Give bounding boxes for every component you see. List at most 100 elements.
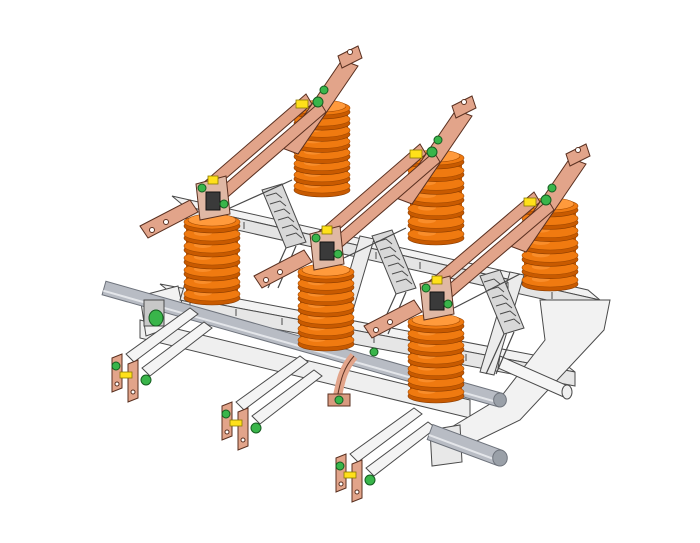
insulator xyxy=(183,213,241,306)
blade-plate xyxy=(261,183,307,249)
phase-2 xyxy=(253,95,477,352)
linkage-rod xyxy=(229,179,293,209)
bolt-head xyxy=(369,347,379,357)
pivot-block xyxy=(319,241,335,261)
terminal-hole xyxy=(387,319,393,325)
phase-1 xyxy=(139,45,363,306)
blade-tooth xyxy=(395,278,413,285)
bolt-head xyxy=(364,474,376,486)
blade-tooth xyxy=(277,216,295,223)
blade-tooth xyxy=(387,262,405,269)
terminal-support xyxy=(251,369,323,425)
blade-tooth xyxy=(265,192,283,199)
copper-tab xyxy=(237,407,249,451)
blade-tooth xyxy=(281,224,299,231)
blade-tooth xyxy=(269,200,287,207)
bolt-head xyxy=(197,183,207,193)
insulator xyxy=(407,313,465,404)
blade-arm xyxy=(485,333,505,375)
bolt-head xyxy=(335,461,345,471)
blade-tooth xyxy=(503,318,521,325)
terminal-hole xyxy=(163,219,169,225)
flexible-link xyxy=(327,347,379,407)
bolt-head xyxy=(312,96,324,108)
blade-tooth xyxy=(391,270,409,277)
bolt-head xyxy=(426,146,438,158)
terminal-support xyxy=(141,321,213,377)
tab-hole xyxy=(114,381,120,387)
terminal-support xyxy=(235,355,309,411)
bolt-head xyxy=(334,395,344,405)
tab-hole xyxy=(224,429,230,435)
terminal-hole xyxy=(149,227,155,233)
bolt-head xyxy=(443,299,453,309)
bolt-head xyxy=(221,409,231,419)
blade-tooth xyxy=(499,310,517,317)
bearing-bolt xyxy=(148,309,164,327)
bolt-head xyxy=(433,135,443,145)
yellow-washer xyxy=(119,371,133,379)
blade-tooth xyxy=(379,246,397,253)
terminal-hole xyxy=(373,327,379,333)
bolt-head xyxy=(319,85,329,95)
terminal-hole xyxy=(461,99,467,105)
pivot-block xyxy=(205,191,221,211)
bolt-head xyxy=(333,249,343,259)
linkage-rod xyxy=(453,273,521,309)
bolt-head xyxy=(250,422,262,434)
copper-tab xyxy=(127,359,139,403)
yellow-washer xyxy=(207,175,219,185)
tab-hole xyxy=(240,437,246,443)
blade-arm xyxy=(495,331,515,375)
bolt-head xyxy=(547,183,557,193)
terminal-support xyxy=(125,307,199,363)
bolt-head xyxy=(111,361,121,371)
terminal-hole xyxy=(263,277,269,283)
terminal-hole xyxy=(277,269,283,275)
yellow-washer xyxy=(409,149,423,159)
bottom-terminals xyxy=(111,299,437,503)
shaft-bearing xyxy=(143,299,165,327)
blade-tooth xyxy=(483,278,501,285)
terminal-hole xyxy=(575,147,581,153)
blade-plate xyxy=(371,229,417,295)
front-shaft-segment-highlight xyxy=(428,434,500,462)
phase-3 xyxy=(363,143,591,404)
insulator xyxy=(297,263,355,352)
terminal-hole xyxy=(347,49,353,55)
blade-plate xyxy=(479,269,525,335)
bolt-head xyxy=(540,194,552,206)
operating-shaft-end xyxy=(493,392,507,408)
phase-assemblies xyxy=(139,45,591,404)
tab-hole xyxy=(338,481,344,487)
blade-tooth xyxy=(285,232,303,239)
terminal-support xyxy=(349,407,423,463)
yellow-washer xyxy=(295,99,309,109)
blade-tooth xyxy=(273,208,291,215)
copper-tab xyxy=(351,459,363,503)
bolt-head xyxy=(421,283,431,293)
yellow-washer xyxy=(431,275,443,285)
yellow-washer xyxy=(343,471,357,479)
bolt-head xyxy=(311,233,321,243)
yellow-washer xyxy=(523,197,537,207)
linkage-rod xyxy=(343,227,407,259)
blade-tooth xyxy=(495,302,513,309)
right-shaft-end xyxy=(561,384,573,400)
bottom-terminal xyxy=(221,355,323,451)
blade-tooth xyxy=(383,254,401,261)
blade-tooth xyxy=(491,294,509,301)
bottom-terminal xyxy=(335,407,437,503)
pivot-block xyxy=(429,291,445,311)
operating-shaft-front xyxy=(426,423,508,467)
bolt-head xyxy=(140,374,152,386)
tab-hole xyxy=(130,389,136,395)
yellow-washer xyxy=(229,419,243,427)
bolt-head xyxy=(219,199,229,209)
yellow-washer xyxy=(321,225,333,235)
bottom-terminal xyxy=(111,307,213,403)
tab-hole xyxy=(354,489,360,495)
front-shaft-segment-end xyxy=(492,449,508,467)
